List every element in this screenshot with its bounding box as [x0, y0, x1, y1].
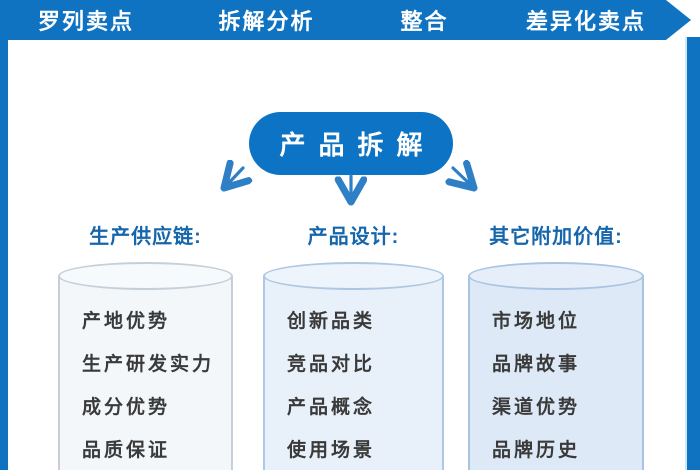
cylinder-supply-chain: 产地优势 生产研发实力 成分优势 品质保证 [58, 276, 233, 470]
list-item: 产品概念 [287, 397, 376, 418]
banner-step-differentiated-selling-points: 差异化卖点 [475, 0, 691, 40]
pill-label: 产品拆解 [279, 130, 436, 160]
product-breakdown-pill: 产品拆解 [249, 112, 453, 175]
list-item: 产地优势 [82, 311, 171, 332]
cylinder-top-ellipse [468, 262, 644, 290]
banner-step-label: 差异化卖点 [525, 9, 646, 34]
cylinder-other-added-value: 市场地位 品牌故事 渠道优势 品牌历史 [468, 276, 644, 470]
banner-step-label: 罗列卖点 [37, 9, 134, 34]
list-item: 使用场景 [287, 440, 376, 461]
list-item: 品牌历史 [492, 440, 581, 461]
arrow-down-right-icon [453, 168, 474, 188]
banner-step-breakdown-analysis: 拆解分析 [159, 0, 368, 40]
column-header-supply-chain: 生产供应链: [89, 225, 202, 248]
list-item: 渠道优势 [492, 397, 581, 418]
list-item: 创新品类 [287, 311, 376, 332]
column-header-product-design: 产品设计: [307, 225, 400, 248]
banner-step-label: 整合 [400, 9, 449, 34]
cylinder-top-ellipse [263, 262, 444, 290]
cylinder-product-design: 创新品类 竞品对比 产品概念 使用场景 [263, 276, 444, 470]
banner-step-label: 拆解分析 [218, 9, 315, 34]
cylinder-top-ellipse [58, 262, 233, 290]
list-item: 成分优势 [82, 397, 171, 418]
list-item: 竞品对比 [287, 354, 376, 375]
list-item: 生产研发实力 [82, 354, 215, 375]
list-item: 市场地位 [492, 311, 581, 332]
list-item: 品牌故事 [492, 354, 581, 375]
list-item: 品质保证 [82, 440, 171, 461]
left-border-strip [0, 0, 8, 470]
branch-arrows [185, 160, 485, 210]
banner-step-list-selling-points: 罗列卖点 [0, 0, 190, 40]
right-border-strip [685, 37, 700, 470]
arrow-down-left-icon [224, 168, 243, 188]
banner-step-integration: 整合 [329, 0, 514, 40]
column-header-other-added-value: 其它附加价值: [489, 225, 623, 248]
process-banner: 罗列卖点 拆解分析 整合 差异化卖点 [0, 0, 700, 40]
